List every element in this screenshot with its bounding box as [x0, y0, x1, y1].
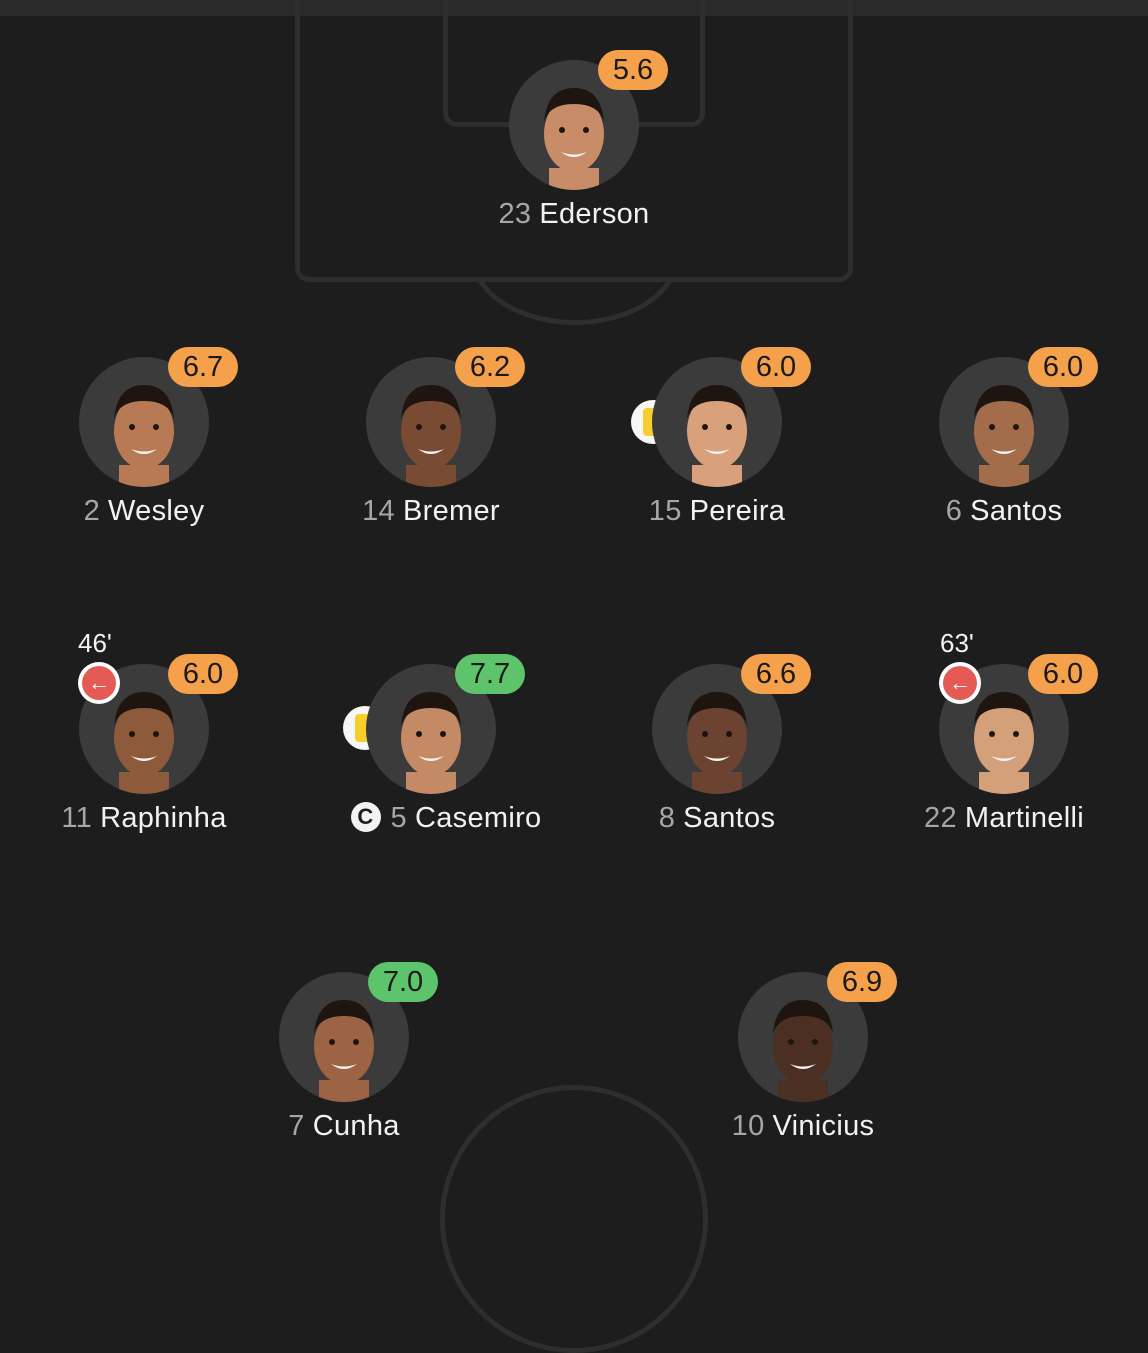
player-photo — [509, 60, 639, 190]
player-photo — [652, 664, 782, 794]
shirt-number: 7 — [288, 1110, 305, 1142]
shirt-number: 6 — [945, 495, 963, 527]
shirt-number: 14 — [362, 495, 395, 527]
player-face-icon — [314, 1000, 374, 1102]
player-face-icon — [773, 1000, 833, 1102]
sub-minute: 63' — [940, 628, 974, 658]
player-name: Ederson — [539, 198, 650, 230]
rating-badge: 7.0 — [368, 962, 438, 1002]
shirt-number: 23 — [498, 198, 532, 230]
player-name: Pereira — [689, 495, 786, 527]
shirt-number: 11 — [61, 802, 93, 834]
shirt-number: 5 — [390, 802, 407, 834]
shirt-number: 2 — [83, 495, 101, 527]
rating-badge: 6.7 — [168, 347, 238, 387]
rating-badge: 6.9 — [827, 962, 897, 1002]
shirt-number: 22 — [924, 802, 957, 834]
player-face-icon — [974, 692, 1034, 794]
player-name: Vinicius — [772, 1110, 875, 1142]
substitution-off-icon: ← — [78, 662, 120, 704]
player-name: Santos — [683, 802, 776, 834]
player-photo — [79, 664, 209, 794]
player-name: Cunha — [312, 1110, 400, 1142]
player-name: Bremer — [402, 495, 500, 527]
rating-badge: 6.6 — [741, 654, 811, 694]
player-face-icon — [544, 88, 604, 190]
sub-minute: 46' — [78, 628, 112, 658]
player-face-icon — [401, 385, 461, 487]
player-face-icon — [401, 692, 461, 794]
top-bar — [0, 0, 1148, 16]
player-face-icon — [974, 385, 1034, 487]
player-name: Wesley — [108, 495, 205, 527]
shirt-number: 8 — [658, 802, 676, 834]
player-name: Martinelli — [964, 802, 1084, 834]
substitution-off-icon: ← — [939, 662, 981, 704]
player-name: Santos — [970, 495, 1063, 527]
player-photo — [366, 664, 496, 794]
player-face-icon — [687, 692, 747, 794]
rating-badge: 6.2 — [455, 347, 525, 387]
rating-badge: 6.0 — [1028, 654, 1098, 694]
rating-badge: 6.0 — [1028, 347, 1098, 387]
player-name: Raphinha — [100, 802, 227, 834]
player-face-icon — [114, 385, 174, 487]
player-name: Casemiro — [414, 802, 542, 834]
player-face-icon — [687, 385, 747, 487]
shirt-number: 15 — [648, 495, 682, 527]
penalty-box — [295, 0, 853, 282]
captain-icon: C — [350, 802, 381, 832]
rating-badge: 5.6 — [598, 50, 668, 90]
rating-badge: 6.0 — [741, 347, 811, 387]
rating-badge: 7.7 — [455, 654, 525, 694]
shirt-number: 10 — [731, 1110, 765, 1142]
rating-badge: 6.0 — [168, 654, 238, 694]
player-face-icon — [114, 692, 174, 794]
